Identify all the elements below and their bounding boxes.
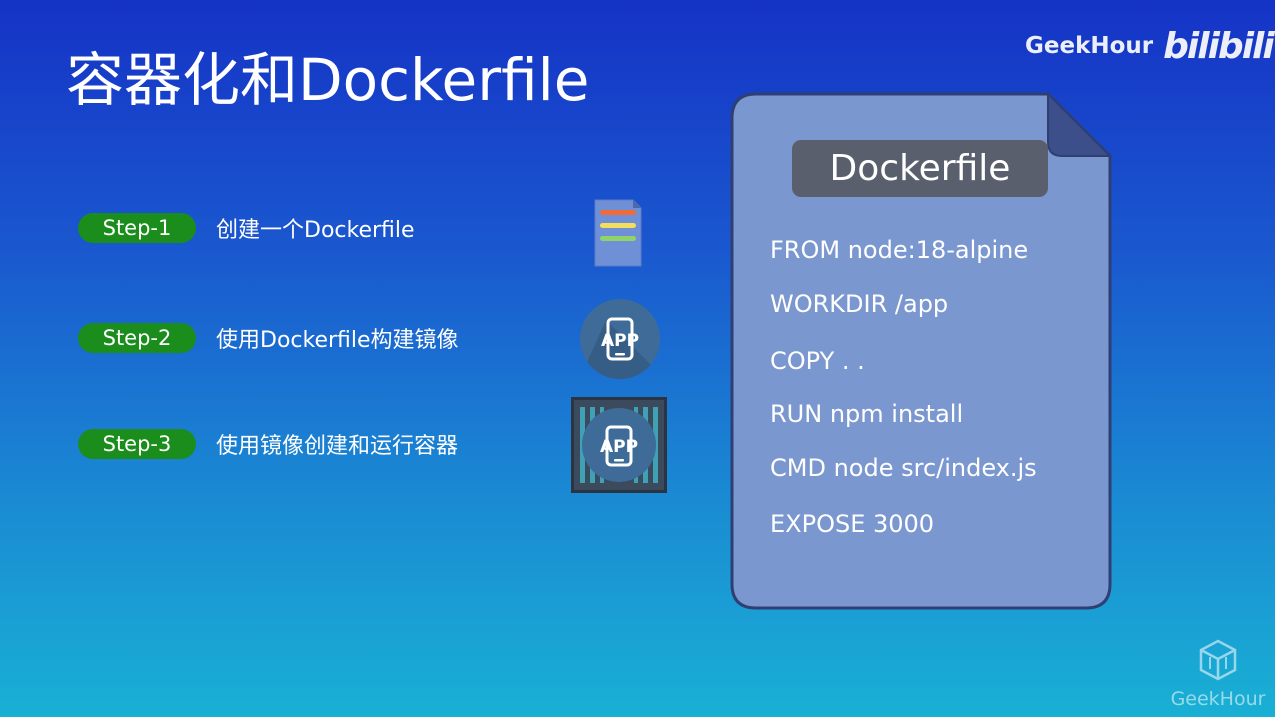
app-image-icon: APP <box>579 298 661 380</box>
step-2-text: 使用Dockerfile构建镜像 <box>216 328 459 353</box>
code-line: CMD node src/index.js <box>770 454 1037 482</box>
code-line: EXPOSE 3000 <box>770 510 935 538</box>
document-icon <box>593 198 643 268</box>
page-title: 容器化和Dockerfile <box>66 46 590 114</box>
code-line: COPY . . <box>770 347 865 375</box>
step-3: Step-3 使用镜像创建和运行容器 <box>78 428 458 460</box>
app-container-icon: APP <box>571 397 667 493</box>
step-2: Step-2 使用Dockerfile构建镜像 <box>78 322 459 354</box>
step-3-text: 使用镜像创建和运行容器 <box>216 434 459 459</box>
step-1-text: 创建一个Dockerfile <box>216 218 415 243</box>
code-line: FROM node:18-alpine <box>770 236 1029 264</box>
dockerfile-card: Dockerfile FROM node:18-alpine WORKDIR /… <box>730 92 1112 610</box>
step-1-badge: Step-1 <box>78 213 196 243</box>
app-container-icon-text: APP <box>600 437 638 457</box>
step-1: Step-1 创建一个Dockerfile <box>78 212 415 244</box>
dockerfile-label: Dockerfile <box>792 140 1048 197</box>
step-3-badge: Step-3 <box>78 429 196 459</box>
brand-name: GeekHour <box>1025 33 1154 59</box>
file-shape <box>730 92 1112 610</box>
app-image-icon-text: APP <box>601 331 639 351</box>
geekhour-cube-icon <box>1199 639 1237 681</box>
code-line: WORKDIR /app <box>770 290 949 318</box>
code-line: RUN npm install <box>770 400 964 428</box>
watermark-text: GeekHour <box>1170 688 1266 710</box>
brand: GeekHour bilibili <box>1025 22 1275 70</box>
bilibili-logo: bilibili <box>1163 25 1275 67</box>
watermark: GeekHour <box>1168 638 1268 710</box>
step-2-badge: Step-2 <box>78 323 196 353</box>
